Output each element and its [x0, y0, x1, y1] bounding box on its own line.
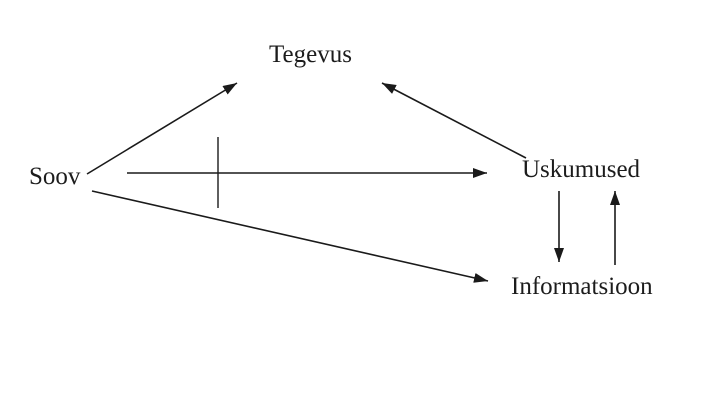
node-label-tegevus: Tegevus — [269, 41, 352, 68]
node-label-informatsioon: Informatsioon — [511, 273, 653, 300]
node-label-uskumused: Uskumused — [522, 156, 641, 183]
node-label-soov: Soov — [29, 163, 81, 190]
arrow-soov-to-informatsioon — [91, 190, 489, 283]
arrow-soov-to-tegevus — [86, 82, 238, 175]
arrow-uskumused-to-tegevus — [381, 82, 527, 159]
